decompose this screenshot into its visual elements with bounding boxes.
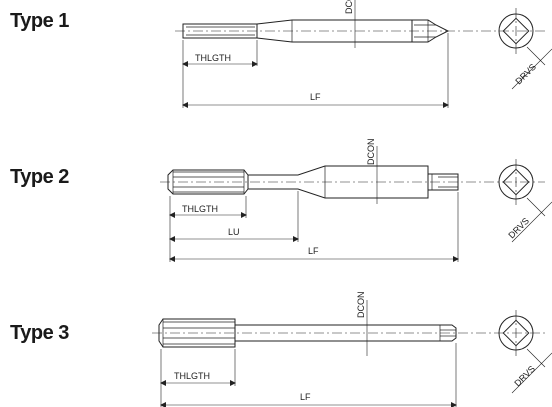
type-1-lf-label: LF xyxy=(310,92,321,102)
type-3-end-view xyxy=(498,310,552,394)
type-2-thlgth-label: THLGTH xyxy=(182,204,218,214)
type-2-lf-label: LF xyxy=(308,246,319,256)
type-3-tool-body xyxy=(158,318,457,348)
type-2-dcon-label: DCON xyxy=(366,139,376,166)
type-2-end-view xyxy=(498,159,552,243)
type-3-thlgth-label: THLGTH xyxy=(174,371,210,381)
type-1-dcon-label: DCON xyxy=(344,0,354,14)
type-2-drvs-label: DRVS xyxy=(506,216,531,241)
type-3-drvs-label: DRVS xyxy=(512,364,537,389)
type-2-label: Type 2 xyxy=(10,166,69,188)
type-2-drawing: DCON THLGTH LU LF DRVS xyxy=(160,139,552,262)
type-3-label: Type 3 xyxy=(10,322,69,344)
type-3-drawing: DCON THLGTH LF DRVS xyxy=(152,292,552,407)
type-2-tool-body xyxy=(167,165,459,199)
type-2-lu-label: LU xyxy=(228,227,240,237)
type-1-thlgth-label: THLGTH xyxy=(195,53,231,63)
type-3-dcon-label: DCON xyxy=(356,292,366,319)
type-1-end-view xyxy=(498,8,552,90)
type-1-tool-body xyxy=(182,19,450,43)
type-1-label: Type 1 xyxy=(10,10,69,32)
type-3-lf-label: LF xyxy=(300,392,311,402)
type-1-drawing: DCON THLGTH LF DRVS xyxy=(175,0,552,108)
type-1-drvs-label: DRVS xyxy=(513,62,538,87)
